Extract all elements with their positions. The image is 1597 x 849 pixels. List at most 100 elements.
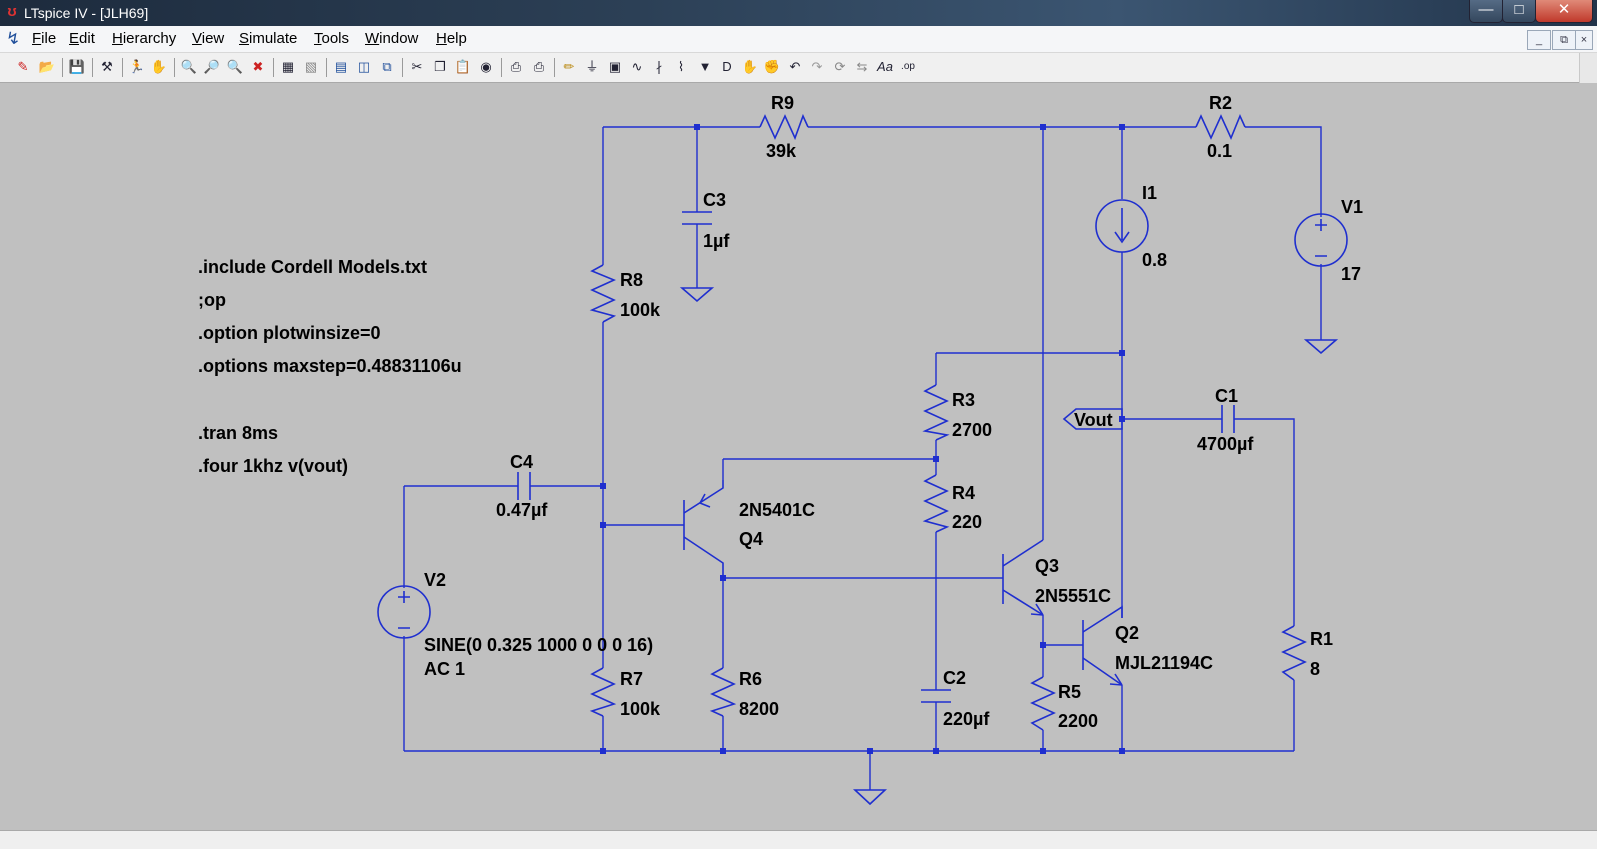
transistor-Q2[interactable]: Q2 MJL21194C xyxy=(1082,605,1213,686)
run-icon[interactable]: 🏃 xyxy=(128,59,146,74)
spice-directive-icon[interactable]: .op xyxy=(901,61,915,72)
text-icon[interactable]: Aa xyxy=(877,59,893,74)
v2-value-ac: AC 1 xyxy=(424,659,465,679)
v1-value: 17 xyxy=(1341,264,1361,284)
paste-icon[interactable]: 📋 xyxy=(454,59,472,74)
menu-tools[interactable]: Tools xyxy=(314,30,350,47)
menu-help[interactable]: Help xyxy=(436,30,467,47)
new-schematic-icon[interactable]: ✎ xyxy=(17,59,29,74)
open-icon[interactable]: 📂 xyxy=(38,59,56,74)
rotate-icon[interactable]: ⟳ xyxy=(834,59,846,74)
resistor-R7[interactable]: R7 100k xyxy=(589,667,661,719)
r7-value: 100k xyxy=(620,699,661,719)
c1-name: C1 xyxy=(1215,386,1238,406)
zoom-cancel-icon[interactable]: ✖ xyxy=(252,59,264,74)
resistor-R5[interactable]: R5 2200 xyxy=(1030,676,1098,731)
capacitor-C3[interactable]: C3 1µf xyxy=(682,190,730,251)
resistor-R4[interactable]: R4 220 xyxy=(922,474,982,533)
inductor-icon[interactable]: ⌇ xyxy=(677,59,685,74)
directive-plotwinsize: .option plotwinsize=0 xyxy=(198,323,381,343)
transistor-Q4[interactable]: 2N5401C Q4 xyxy=(683,480,815,578)
r4-name: R4 xyxy=(952,483,975,503)
document-icon[interactable]: ↯ xyxy=(6,29,21,48)
mdi-close-button[interactable]: × xyxy=(1575,30,1593,50)
net-label-vout[interactable]: Vout xyxy=(1062,408,1123,430)
drag-icon[interactable]: ✊ xyxy=(763,59,781,74)
tile-vertical-icon[interactable]: ◫ xyxy=(357,59,371,74)
grid-icon[interactable]: ▧ xyxy=(304,59,318,74)
mdi-restore-button[interactable]: ⧉ xyxy=(1552,30,1576,50)
save-icon[interactable]: 💾 xyxy=(68,59,86,74)
undo-icon[interactable]: ↶ xyxy=(789,59,801,74)
menu-bar: ↯ File Edit Hierarchy View Simulate Tool… xyxy=(0,26,1597,53)
print-icon[interactable]: ⎙ xyxy=(533,59,545,74)
zoom-out-icon[interactable]: 🔍 xyxy=(226,59,244,74)
copy-icon[interactable]: ❐ xyxy=(434,59,446,74)
transistor-Q3[interactable]: Q3 2N5551C xyxy=(1002,539,1111,616)
capacitor-C2[interactable]: C2 220µf xyxy=(921,668,990,729)
menu-file[interactable]: File xyxy=(32,30,57,47)
capacitor-icon[interactable]: ∤ xyxy=(655,59,663,74)
find-icon[interactable]: ◉ xyxy=(480,59,492,74)
i1-name: I1 xyxy=(1142,183,1157,203)
q3-model: 2N5551C xyxy=(1035,586,1111,606)
mirror-icon[interactable]: ⇆ xyxy=(856,59,868,74)
voltage-source-V2[interactable]: V2 SINE(0 0.325 1000 0 0 0 16) AC 1 xyxy=(377,570,653,679)
c3-name: C3 xyxy=(703,190,726,210)
current-source-I1[interactable]: I1 0.8 xyxy=(1095,183,1167,270)
directive-four: .four 1khz v(vout) xyxy=(198,456,348,476)
toolbar-separator xyxy=(554,58,555,77)
resistor-R2[interactable]: R2 0.1 xyxy=(1195,93,1246,161)
schematic-canvas[interactable]: R9 39k R2 0.1 R8 100k R3 2700 R4 220 R7 … xyxy=(0,83,1597,830)
menu-simulate[interactable]: Simulate xyxy=(239,30,298,47)
maximize-button[interactable]: □ xyxy=(1502,0,1536,23)
mdi-minimize-button[interactable]: _ xyxy=(1527,30,1551,50)
title-bar: ʊ LTspice IV - [JLH69] — □ ✕ xyxy=(0,0,1597,26)
r4-value: 220 xyxy=(952,512,982,532)
resistor-R6[interactable]: R6 8200 xyxy=(709,667,779,719)
halt-icon[interactable]: ✋ xyxy=(150,59,168,74)
move-icon[interactable]: ✋ xyxy=(741,59,759,74)
draw-wire-icon[interactable]: ✏ xyxy=(563,59,575,74)
label-net-icon[interactable]: ▣ xyxy=(608,59,622,74)
v1-name: V1 xyxy=(1341,197,1363,217)
ltspice-app-icon[interactable]: ʊ xyxy=(7,3,17,20)
toolbar-separator xyxy=(122,58,123,77)
r2-value: 0.1 xyxy=(1207,141,1232,161)
capacitor-C1[interactable]: C1 4700µf xyxy=(1197,386,1254,454)
ground-icon[interactable]: ⏚ xyxy=(585,59,599,74)
resistor-R1[interactable]: R1 8 xyxy=(1281,625,1333,681)
resistor-R3[interactable]: R3 2700 xyxy=(922,384,992,441)
close-button[interactable]: ✕ xyxy=(1535,0,1593,23)
resistor-icon[interactable]: ∿ xyxy=(631,59,643,74)
directive-op: ;op xyxy=(198,290,226,310)
toolbar: ✎ 📂 💾 ⚒ 🏃 ✋ 🔍 🔎 🔍 ✖ ▦ ▧ ▤ ◫ ⧉ ✂ ❐ 📋 ◉ ⎙ … xyxy=(0,53,1597,83)
diode-icon[interactable]: ▼ xyxy=(698,59,712,74)
resistor-R9[interactable]: R9 39k xyxy=(759,93,809,161)
menu-edit[interactable]: Edit xyxy=(69,30,95,47)
redo-icon[interactable]: ↷ xyxy=(811,59,823,74)
autorange-icon[interactable]: ▦ xyxy=(281,59,295,74)
q4-model: 2N5401C xyxy=(739,500,815,520)
ground-symbol xyxy=(852,789,888,806)
resistor-R8[interactable]: R8 100k xyxy=(589,264,661,323)
spice-directives[interactable]: .include Cordell Models.txt ;op .option … xyxy=(198,257,462,476)
r3-name: R3 xyxy=(952,390,975,410)
zoom-in-icon[interactable]: 🔍 xyxy=(180,59,198,74)
menu-window[interactable]: Window xyxy=(365,30,419,47)
menu-view[interactable]: View xyxy=(192,30,225,47)
cascade-icon[interactable]: ⧉ xyxy=(382,59,392,74)
r8-name: R8 xyxy=(620,270,643,290)
voltage-source-V1[interactable]: V1 17 xyxy=(1294,197,1363,284)
tile-horizontal-icon[interactable]: ▤ xyxy=(334,59,348,74)
control-panel-icon[interactable]: ⚒ xyxy=(101,59,113,74)
cut-icon[interactable]: ✂ xyxy=(411,59,423,74)
capacitor-C4[interactable]: C4 0.47µf xyxy=(496,452,548,520)
menu-hierarchy[interactable]: Hierarchy xyxy=(112,30,177,47)
print-preview-icon[interactable]: ⎙ xyxy=(510,59,522,74)
r6-value: 8200 xyxy=(739,699,779,719)
minimize-button[interactable]: — xyxy=(1469,0,1503,23)
zoom-pan-icon[interactable]: 🔎 xyxy=(203,59,221,74)
q2-name: Q2 xyxy=(1115,623,1139,643)
component-icon[interactable]: D xyxy=(722,59,732,74)
